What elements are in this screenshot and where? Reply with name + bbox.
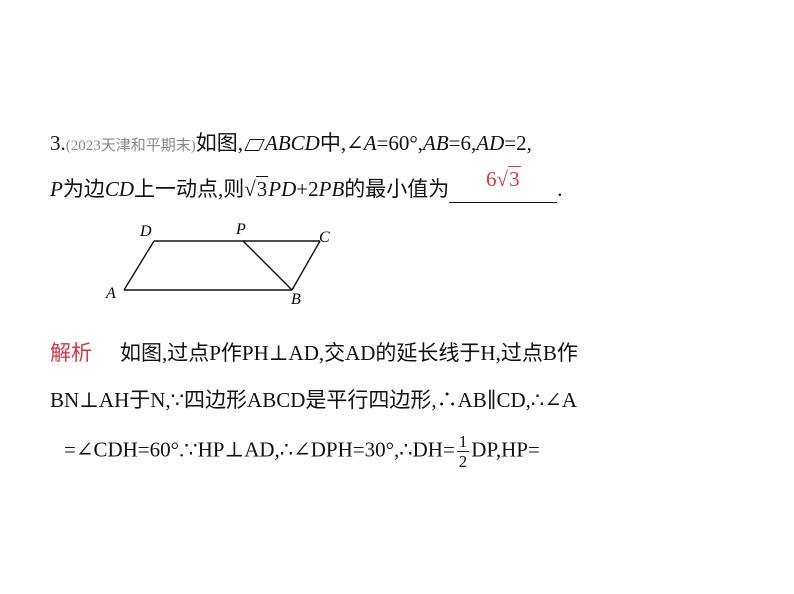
parallelogram-symbol-icon	[244, 139, 265, 151]
text: P	[50, 177, 63, 201]
solution-label: 解析	[50, 341, 92, 365]
problem-source: (2023天津和平期末)	[65, 138, 196, 154]
label-p: P	[235, 221, 246, 238]
radicand: 3	[255, 176, 269, 201]
solution-text-3b: DP,HP=	[471, 437, 540, 462]
text: .	[557, 177, 563, 201]
text: AD	[476, 131, 505, 155]
sqrt-expression: √3	[244, 176, 269, 201]
label-a: A	[105, 285, 116, 302]
text: +2	[296, 177, 319, 201]
text: 上一动点,则	[134, 177, 245, 201]
label-d: D	[139, 223, 152, 240]
answer: 6√3	[486, 166, 521, 191]
side-ad	[123, 240, 155, 291]
text: ABCD	[265, 131, 320, 155]
text: 中,∠	[319, 131, 364, 155]
text: 的最小值为	[344, 177, 450, 201]
label-b: B	[291, 291, 301, 308]
text: =6,	[448, 131, 477, 155]
problem-line-2: P为边CD上一动点,则√3PD+2PB的最小值为 6√3.	[50, 166, 563, 203]
problem-line-1: 3.(2023天津和平期末)如图, ABCD中,∠A=60°,AB=6,AD=2,	[50, 127, 532, 157]
answer-coef: 6	[486, 167, 497, 191]
text: PB	[318, 177, 345, 201]
solution-text-2: BN⊥AH于N,∵四边形ABCD是平行四边形,∴AB∥CD,∴∠A	[50, 388, 578, 412]
answer-blank: 6√3	[449, 166, 558, 203]
segment-pb	[242, 240, 293, 291]
text: CD	[104, 177, 135, 201]
text: =2,	[504, 131, 532, 155]
solution-text-3a: =∠CDH=60°.∵HP⊥AD,∴∠DPH=30°,∴DH=	[64, 437, 455, 462]
text: AB	[423, 131, 449, 155]
side-bc	[291, 240, 321, 291]
text: 为边	[62, 177, 105, 201]
text: A	[363, 131, 377, 155]
text: PD	[268, 177, 297, 201]
parallelogram-figure: D P C A B	[105, 221, 330, 308]
answer-radicand: 3	[508, 166, 521, 191]
fraction-denominator: 2	[458, 452, 468, 471]
text: 如图,	[195, 131, 243, 155]
fraction-numerator: 1	[456, 432, 470, 452]
text: =60°,	[376, 131, 424, 155]
solution-line-1: 解析 如图,过点P作PH⊥AD,交AD的延长线于H,过点B作	[50, 337, 578, 367]
solution-line-2: BN⊥AH于N,∵四边形ABCD是平行四边形,∴AB∥CD,∴∠A	[50, 384, 577, 414]
label-c: C	[319, 229, 330, 246]
solution-text-1: 如图,过点P作PH⊥AD,交AD的延长线于H,过点B作	[120, 341, 578, 365]
problem-number: 3.	[50, 131, 66, 155]
